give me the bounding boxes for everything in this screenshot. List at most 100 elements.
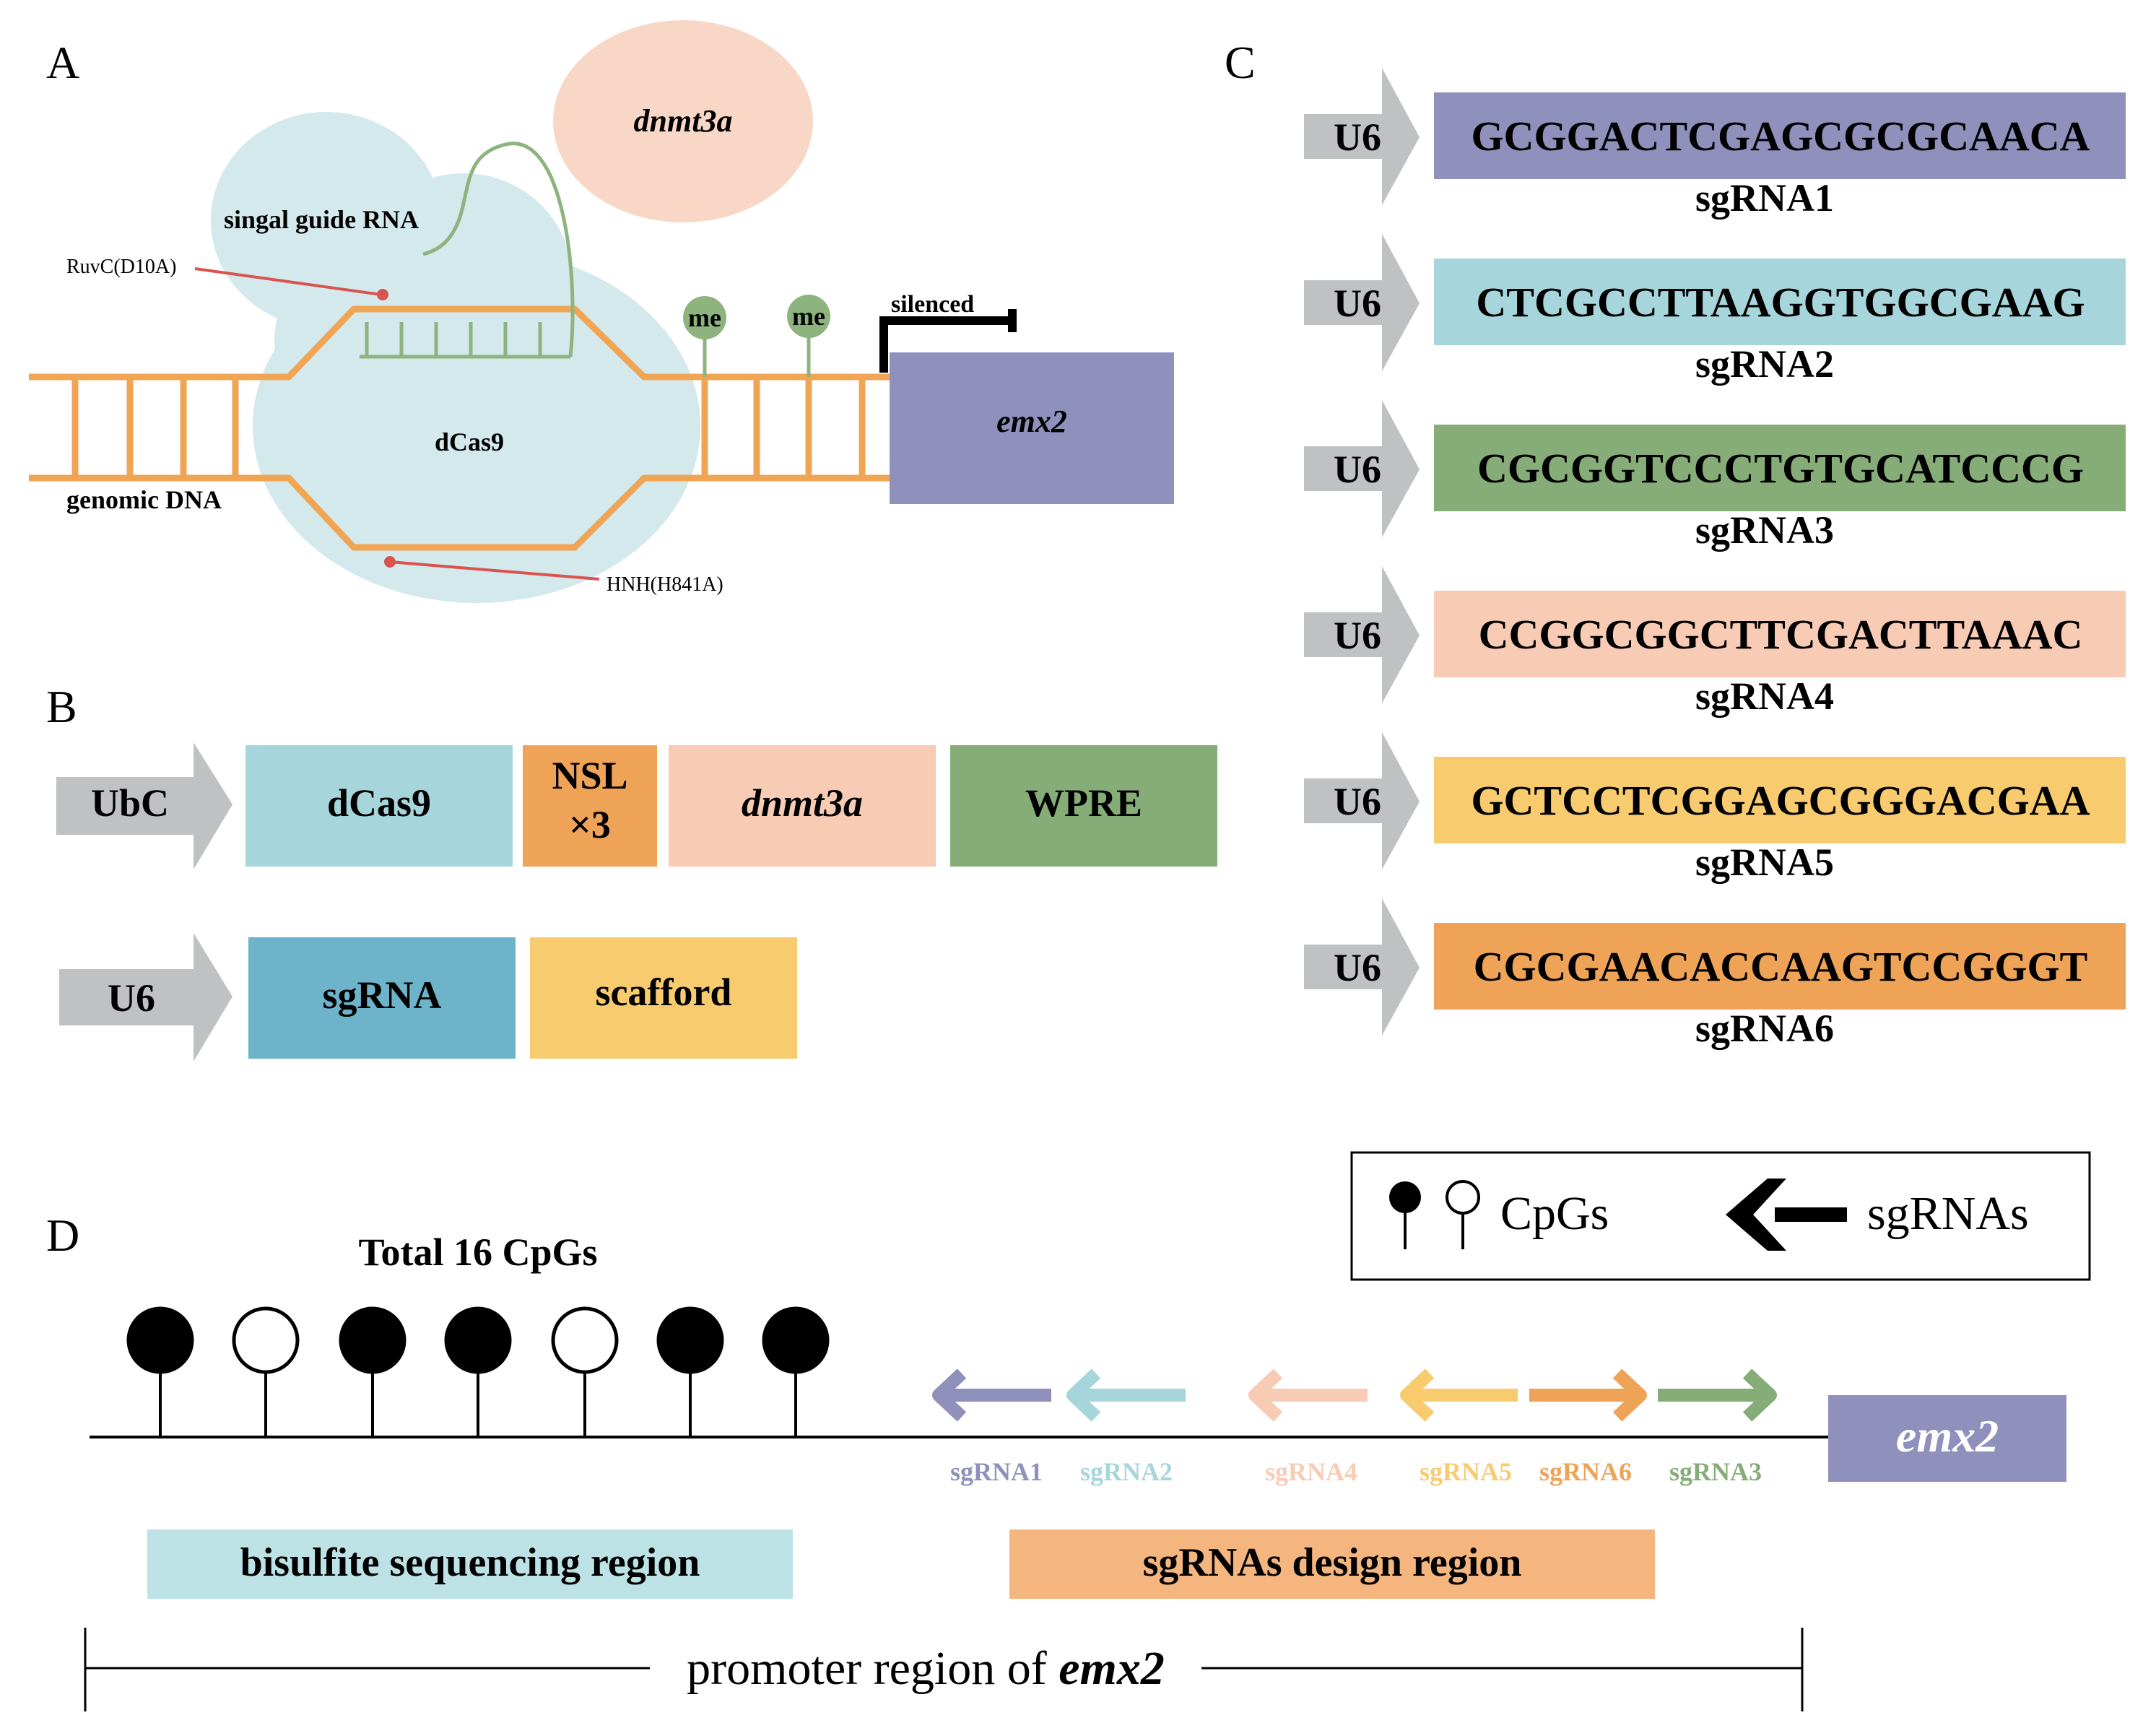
sgrna-box [248,937,516,1059]
sgrna-arrow-label: sgRNA1 [950,1457,1043,1486]
dcas9-label: dCas9 [435,428,504,456]
cpg-unmethylated-icon [232,1306,300,1374]
u6-promoter-arrow [1304,732,1420,869]
sgrna-arrow-head-left-icon [1066,1368,1101,1422]
ruvc-site-dot [377,289,388,300]
sgrna-arrow-head-left-icon [1248,1368,1283,1422]
legend-arrow-head-icon [1726,1179,1786,1251]
sgrna-sequence: CCGGCGGCTTCGACTTAAAC [1479,611,2083,658]
sgrna-sequence: GCTCCTCGGAGCGGGACGAA [1471,777,2090,824]
scafford-label: scafford [596,971,732,1014]
ubc-promoter-arrow [56,742,232,869]
me-label-2: me [792,302,825,331]
sgrna-label: singal guide RNA [224,205,419,234]
sgrna-sequence-box [1434,757,2126,843]
emx2-gene-box-d [1828,1395,2066,1482]
sgrna-name: sgRNA4 [1695,674,1834,718]
hnh-pointer [389,560,600,581]
hnh-label: HNH(H841A) [607,573,723,596]
panel-label-a: A [46,37,79,88]
legend-sgrnas-label: sgRNAs [1867,1187,2029,1240]
tss-arrow [879,316,1012,373]
dnmt3a-box-label: dnmt3a [742,781,863,825]
sgrna-arrow-label: sgRNA6 [1539,1457,1632,1486]
nsl-box [523,745,657,867]
cpg-methylated-icon [762,1306,830,1374]
hnh-site-dot [384,556,396,568]
u6-promoter-arrow [1304,68,1420,205]
legend-arrow-shaft [1775,1207,1847,1222]
me-label-1: me [688,303,721,332]
sgrna-arrow-label: sgRNA3 [1669,1457,1762,1486]
ubc-label: UbC [91,781,169,825]
legend-cpgs-label: CpGs [1500,1187,1609,1240]
ruvc-label: RuvC(D10A) [66,256,176,278]
wpre-box [950,745,1217,867]
design-region-box [1009,1529,1655,1599]
panel-label-c: C [1225,37,1256,88]
emx2-label-d: emx2 [1896,1410,1999,1462]
silenced-label: silenced [891,291,974,318]
cpg-methylated-icon [339,1306,407,1374]
sgrna-sequence: CTCGCCTTAAGGTGGCGAAG [1476,279,2085,326]
sgrna-name: sgRNA1 [1695,176,1834,220]
tss-arrow-end [1008,309,1017,332]
promoter-region-prefix: promoter region of [687,1642,1059,1695]
nsl-label: NSL [552,754,627,797]
dcas9-box-label: dCas9 [327,781,431,825]
cpg-methylated-icon [656,1306,724,1374]
sgrna-sequence-box [1434,259,2126,345]
legend-cpg-filled-icon [1389,1181,1421,1213]
u6-promoter-arrow [1304,566,1420,703]
u6-label: U6 [1334,448,1381,491]
u6-label: U6 [1334,282,1381,325]
dnmt3a-blob-label: dnmt3a [634,103,733,139]
cpg-lollipops [126,1306,830,1437]
u6-promoter-arrow [1304,400,1420,537]
dcas9-box [245,745,513,867]
emx2-label-a: emx2 [996,404,1067,439]
sgrna-arrow-head-right-icon [1742,1368,1777,1422]
sgrna-arrow-label: sgRNA4 [1265,1457,1357,1486]
u6-promoter-arrow [1304,898,1420,1036]
genomic-dna-label: genomic DNA [66,485,222,514]
u6-label: U6 [1334,614,1381,657]
sgrna-sequence-box [1434,923,2126,1010]
me-circle-2 [787,295,830,338]
genomic-dna [29,305,890,551]
cpg-methylated-icon [126,1306,194,1374]
sgrna-name: sgRNA2 [1695,342,1834,386]
sgrna-sequence-box [1434,591,2126,677]
sgrna-sequence-box [1434,92,2126,179]
u6-label: U6 [1334,780,1381,823]
u6-promoter-arrow [1304,234,1420,371]
promoter-region-gene: emx2 [1059,1642,1165,1695]
sgrna-box-label: sgRNA [322,973,441,1017]
sgrna-sequence-box [1434,425,2126,511]
promoter-region-label: promoter region of emx2 [687,1642,1165,1695]
cpg-unmethylated-icon [551,1306,619,1374]
panel-label-b: B [46,681,77,732]
sgrna-arrow-label: sgRNA5 [1420,1457,1512,1486]
design-region-label: sgRNAs design region [1143,1540,1522,1585]
cpg-methylated-icon [444,1306,512,1374]
legend-cpg-open-icon [1446,1180,1480,1215]
scafford-box [530,937,797,1059]
wpre-label: WPRE [1025,781,1142,825]
total-cpgs-label: Total 16 CpGs [358,1231,597,1274]
sgrna-name: sgRNA6 [1695,1007,1834,1050]
sgrna-name: sgRNA5 [1695,841,1834,884]
bisulfite-region-label: bisulfite sequencing region [240,1540,700,1585]
me-circle-1 [683,296,726,339]
u6-label-b: U6 [108,976,155,1020]
dnmt3a-blob [553,20,813,222]
sgrna-name: sgRNA3 [1695,508,1834,552]
sgrna-arrow-label: sgRNA2 [1080,1457,1173,1486]
ruvc-pointer [194,267,382,296]
panel-a: dnmt3a [29,20,1174,603]
sgrna-arrow-head-right-icon [1612,1368,1647,1422]
dcas9-blob [211,112,700,603]
u6-label: U6 [1334,116,1381,159]
